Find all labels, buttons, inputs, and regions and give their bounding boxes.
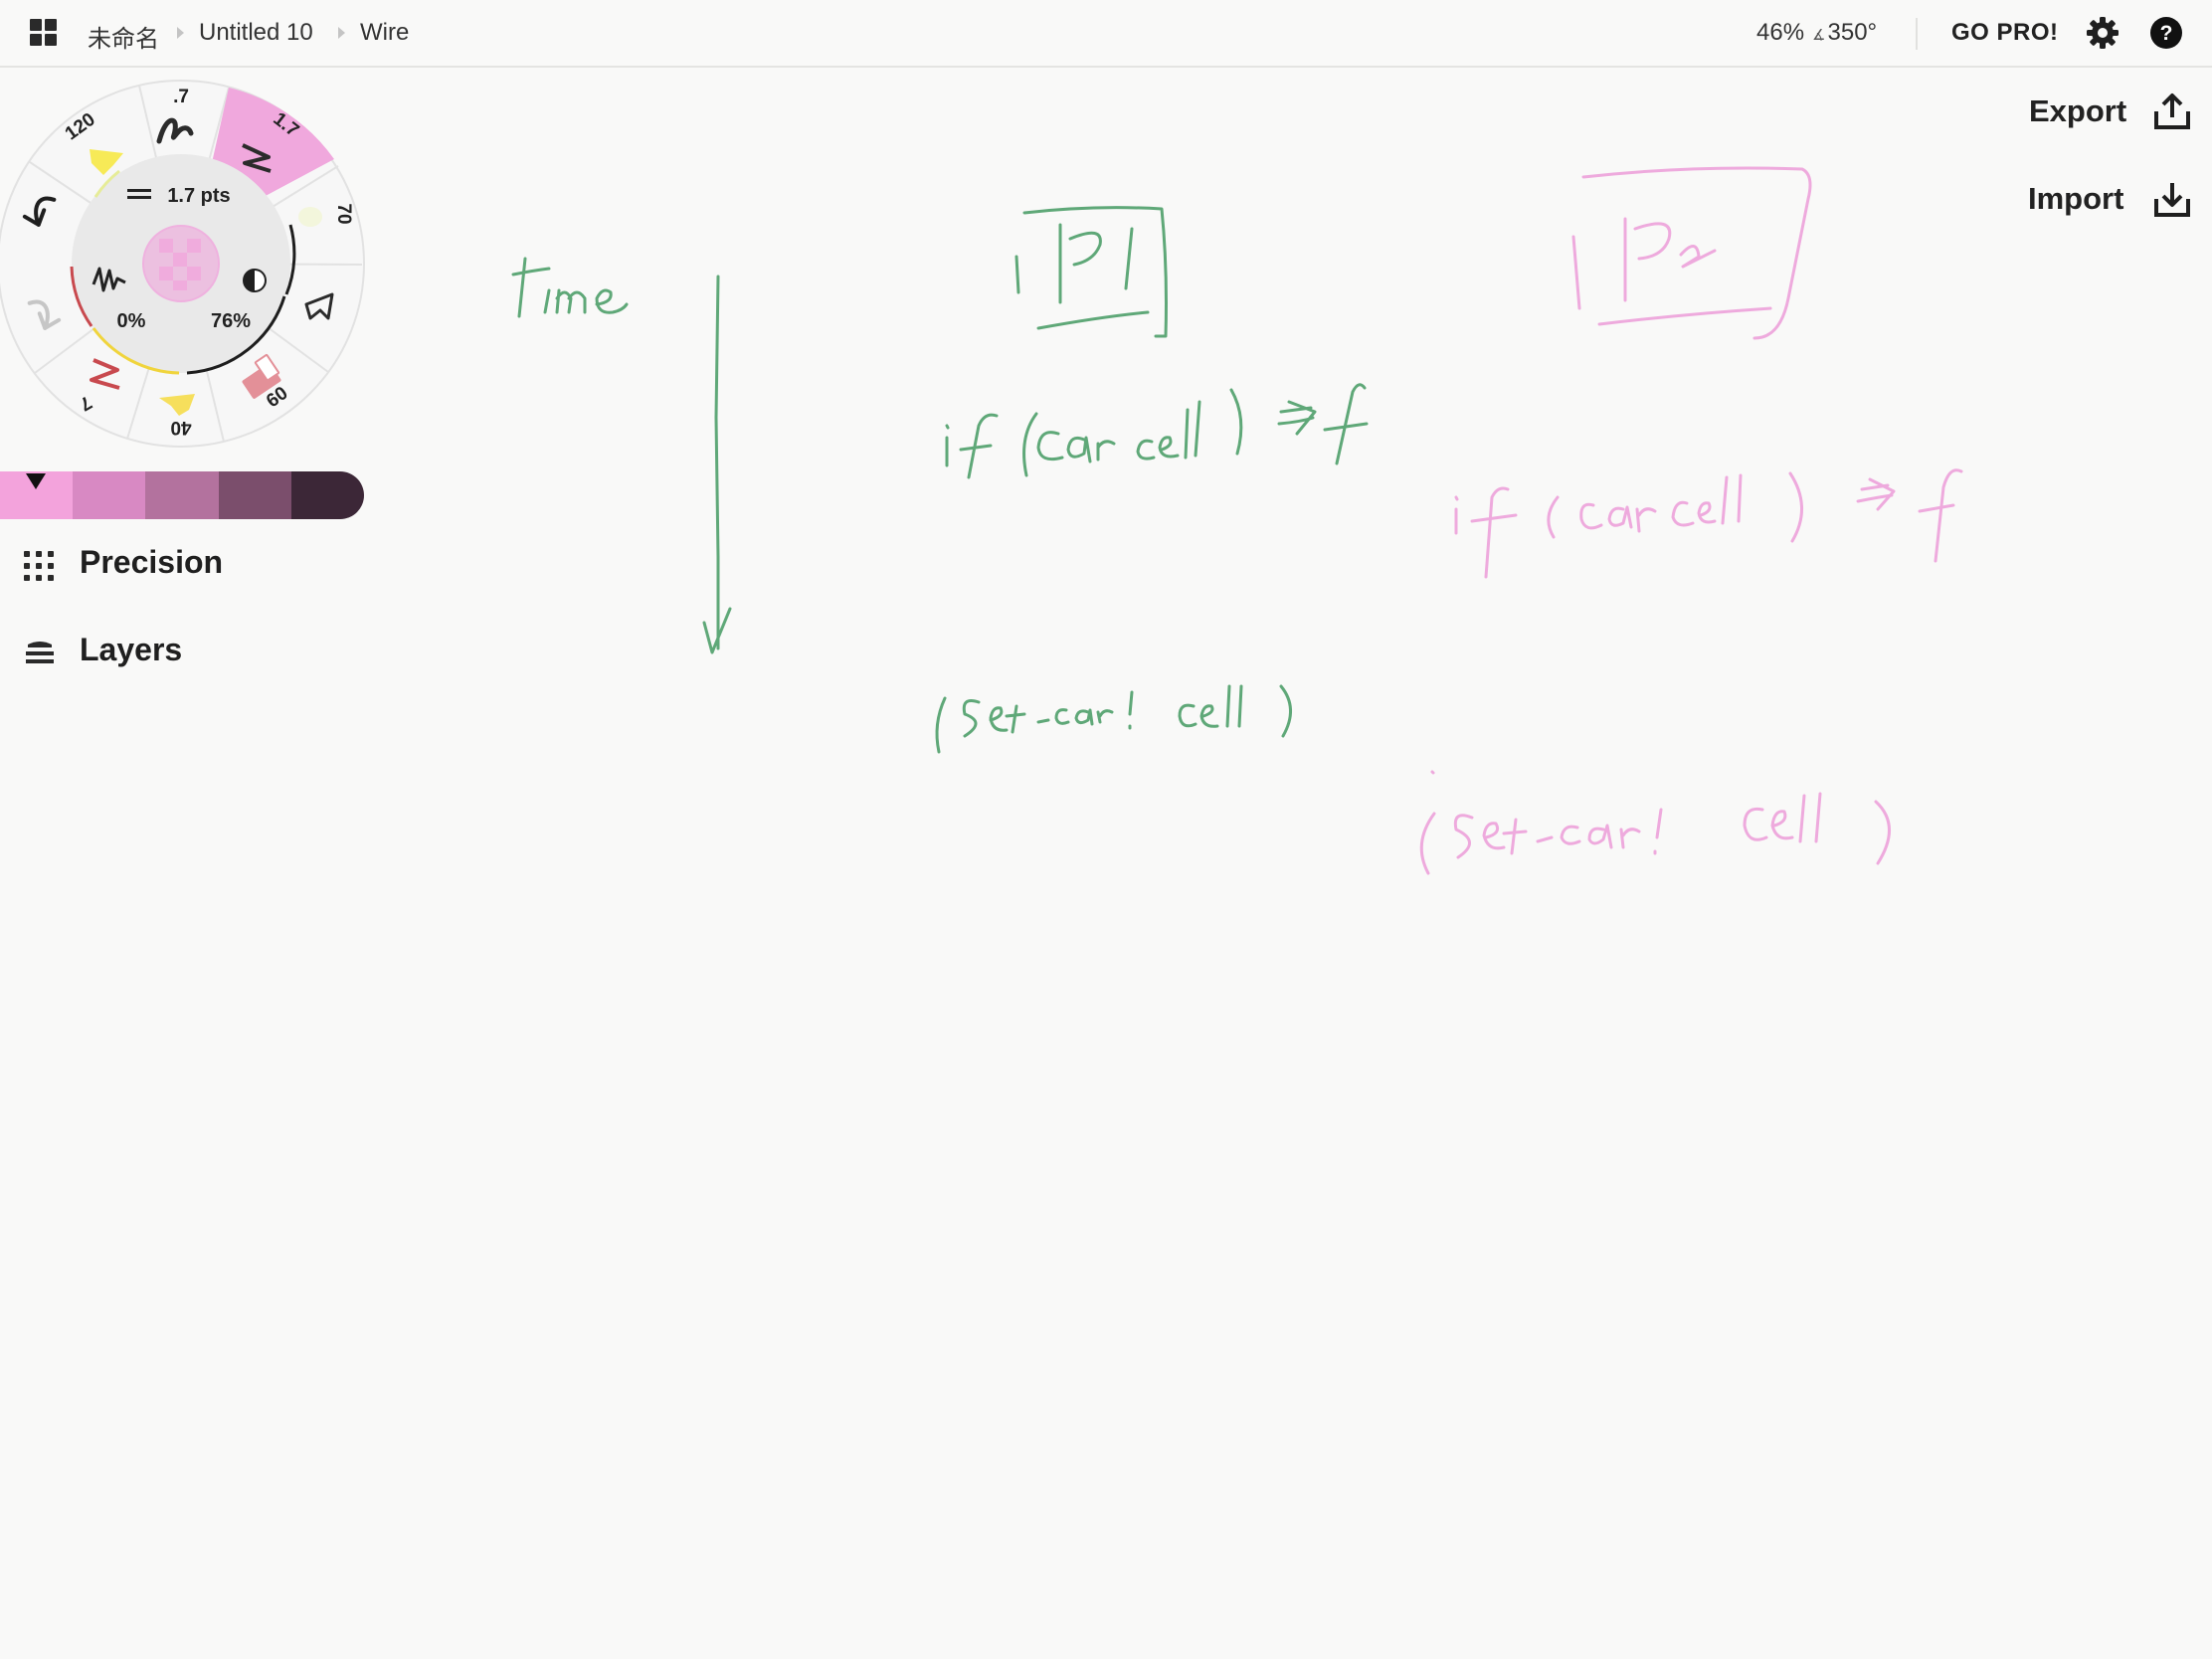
time-arrow [702, 275, 732, 654]
smoothing-control[interactable]: 0% [92, 267, 146, 332]
handwriting-pink-if-car-cell [1454, 468, 1963, 579]
tool-slot-pencil[interactable]: .7 [156, 87, 194, 144]
breadcrumb-layer[interactable]: Wire [360, 19, 410, 46]
divider [1916, 18, 1918, 50]
breadcrumb-drawing[interactable]: Untitled 10 [199, 19, 313, 46]
import-icon[interactable] [2152, 179, 2192, 219]
tool-size-label: 40 [170, 417, 191, 438]
precision-dots-icon [24, 551, 56, 583]
rotation-angle: 350° [1827, 19, 1878, 46]
svg-text:?: ? [2160, 22, 2173, 45]
zoom-level: 46% [1756, 19, 1805, 46]
smoothing-value: 0% [117, 310, 146, 332]
opacity-value: 76% [211, 310, 251, 332]
redo-icon[interactable] [23, 297, 63, 331]
tool-slot-select[interactable] [304, 292, 334, 320]
undo-icon[interactable] [22, 194, 62, 228]
precision-button[interactable]: Precision [22, 541, 241, 585]
settings-gear-icon[interactable] [2085, 15, 2120, 51]
layers-label: Layers [80, 632, 183, 667]
palette-swatch[interactable] [290, 471, 364, 519]
export-button[interactable]: Export [2029, 93, 2127, 128]
breadcrumb-separator-icon [177, 27, 184, 39]
handwriting-pink-set-car-cell [1419, 770, 1891, 875]
tool-wheel: .7 1.7 70 60 40 7 120 1.7 pts [0, 80, 365, 448]
palette-swatch[interactable] [145, 471, 219, 519]
precision-label: Precision [80, 544, 224, 580]
palette-swatch[interactable] [218, 471, 291, 519]
size-control[interactable]: 1.7 pts [127, 185, 231, 207]
color-palette [0, 471, 364, 519]
handwriting-if-car-cell [945, 383, 1369, 479]
gallery-grid-icon[interactable] [30, 19, 58, 47]
handwriting-p1-box [1014, 206, 1168, 338]
tool-size-label: .7 [173, 87, 189, 107]
color-preview[interactable] [142, 225, 220, 302]
tool-slot-airbrush[interactable]: 70 [298, 203, 354, 227]
selected-marker-icon [26, 473, 46, 489]
layers-icon [26, 642, 54, 663]
size-value: 1.7 pts [167, 185, 230, 207]
breadcrumb-gallery[interactable]: 未命名 [88, 26, 159, 53]
zoom-rotation-readout[interactable]: 46% ∡350° [1756, 19, 1877, 47]
smoothing-icon [92, 267, 126, 292]
handwriting-p2-box [1571, 166, 1812, 340]
handwriting-set-car-cell [935, 684, 1292, 754]
go-pro-button[interactable]: GO PRO! [1951, 19, 2059, 46]
palette-swatch[interactable] [0, 471, 74, 519]
tool-size-label: 70 [333, 203, 354, 224]
breadcrumb-separator-icon [338, 27, 345, 39]
help-icon[interactable]: ? [2148, 15, 2184, 51]
import-button[interactable]: Import [2028, 181, 2124, 216]
top-bar: 未命名 Untitled 10 Wire 46% ∡350° GO PRO! ? [0, 0, 2212, 68]
size-lines-icon [127, 189, 151, 192]
angle-icon: ∡ [1812, 27, 1826, 44]
layers-button[interactable]: Layers [22, 629, 221, 672]
opacity-control[interactable]: 76% [211, 269, 267, 332]
handwriting-time [511, 257, 629, 318]
export-icon[interactable] [2152, 92, 2192, 131]
tool-slot-highlighter[interactable]: 40 [159, 394, 195, 438]
palette-swatch[interactable] [73, 471, 146, 519]
